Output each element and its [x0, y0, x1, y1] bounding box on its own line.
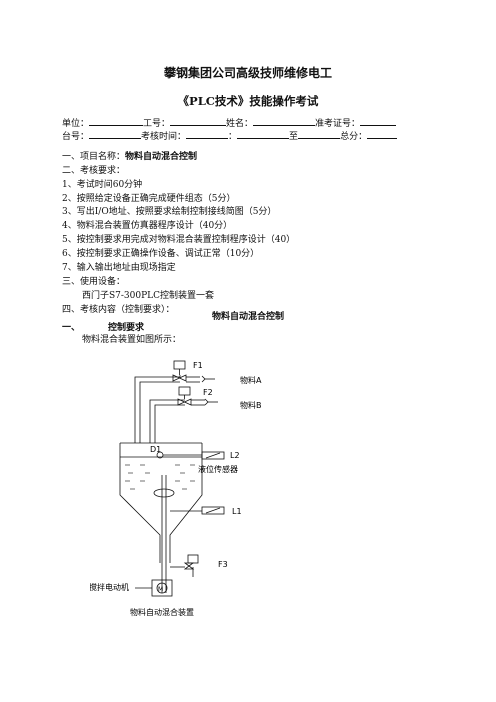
pipe-f1-inner [139, 381, 180, 443]
requirement-item: 6、按控制要求正确操作设备、调试正常（10分） [62, 249, 260, 259]
valve-f3-body [183, 562, 195, 570]
project-label: 一、项目名称： [62, 152, 126, 162]
work-no-label: 工号： [143, 119, 171, 129]
project-line: 一、项目名称：物料自动混合控制 [62, 153, 197, 162]
motor-symbol [156, 582, 168, 594]
valve-f3-actuator [187, 554, 199, 564]
label-l1: L1 [232, 507, 242, 516]
ticket-no-field [360, 117, 397, 126]
label-material-b: 物料B [240, 400, 262, 410]
requirement-item: 4、物料混合装置仿真器程序设计（40分） [62, 221, 233, 231]
intro-text: 物料混合装置如图所示： [82, 335, 182, 345]
unit-label: 单位： [62, 119, 90, 129]
ticket-no-label: 准考证号： [315, 119, 361, 129]
sensor-l1-box [201, 506, 225, 515]
exam-title: 《PLC技术》技能操作考试 [177, 94, 319, 108]
pipe-f1 [134, 375, 181, 443]
pipe-f2-inner [154, 404, 185, 443]
exam-time-field-1 [186, 130, 229, 139]
valve-f1-body [172, 374, 187, 382]
label-motor-m: M [158, 586, 163, 593]
label-f1: F1 [193, 361, 203, 370]
diagram-caption: 物料自动混合装置 [130, 607, 194, 617]
equipment-item: 西门子S7-300PLC控制装置一套 [82, 291, 215, 301]
part-num: 一、 [62, 323, 81, 333]
mixing-device-diagram: F1 物料A F2 物料B D1 L2 液位传感器 L1 F3 搅拌电动机 M … [90, 360, 262, 617]
requirement-item: 7、输入输出地址由现场指定 [62, 263, 176, 273]
content-label: 四、考核内容（控制要求）： [62, 305, 175, 315]
part-title: 控制要求 [108, 323, 145, 333]
total-field [367, 130, 398, 139]
info-line-2: 台号： 考核时间： ： 至 总分： [62, 130, 432, 142]
info-line-1: 单位： 工号： 姓名： 准考证号： [62, 117, 432, 129]
requirement-item: 3、写出I/O地址、按照要求绘制控制接线简图（5分） [62, 207, 277, 217]
requirement-item: 2、按照给定设备正确完成硬件组态（5分） [62, 194, 236, 204]
label-f3: F3 [218, 560, 228, 569]
total-label: 总分： [340, 132, 368, 142]
tank-left-wall [119, 443, 161, 563]
valve-f2-body [177, 398, 192, 406]
exam-time-field-2 [237, 130, 290, 139]
project-name: 物料自动混合控制 [125, 152, 198, 162]
to-label: 至 [289, 132, 299, 142]
requirement-item: 5、按控制要求用完成对物料混合装置控制程序设计（40） [62, 235, 296, 245]
sensor-l2-box [201, 451, 225, 460]
exam-time-field-3 [298, 130, 341, 139]
requirements-label: 二、考核要求： [62, 166, 126, 176]
pipe-f2 [149, 399, 185, 443]
label-d1: D1 [150, 445, 161, 454]
label-level-sensor: 液位传感器 [198, 464, 238, 474]
name-field [253, 117, 316, 126]
label-l2: L2 [230, 451, 240, 460]
label-f2: F2 [203, 388, 213, 397]
name-label: 姓名： [226, 119, 254, 129]
station-no-field [89, 130, 142, 139]
station-no-label: 台号： [62, 132, 90, 142]
content-title: 物料自动混合控制 [211, 312, 284, 322]
valve-f1-actuator [173, 360, 186, 370]
stirrer-blade [153, 488, 175, 498]
tank-right-wall [169, 443, 203, 563]
work-no-field [170, 117, 227, 126]
exam-time-label: 考核时间： [141, 132, 187, 142]
valve-f2-actuator [178, 386, 191, 396]
requirement-item: 1、考试时间60分钟 [62, 180, 143, 190]
label-motor: 搅拌电动机 [90, 582, 129, 592]
time-colon: ： [228, 132, 238, 142]
unit-field [89, 117, 144, 126]
equipment-label: 三、使用设备： [62, 277, 126, 287]
org-title: 攀钢集团公司高级技师维修电工 [163, 66, 332, 80]
label-material-a: 物料A [240, 375, 262, 385]
